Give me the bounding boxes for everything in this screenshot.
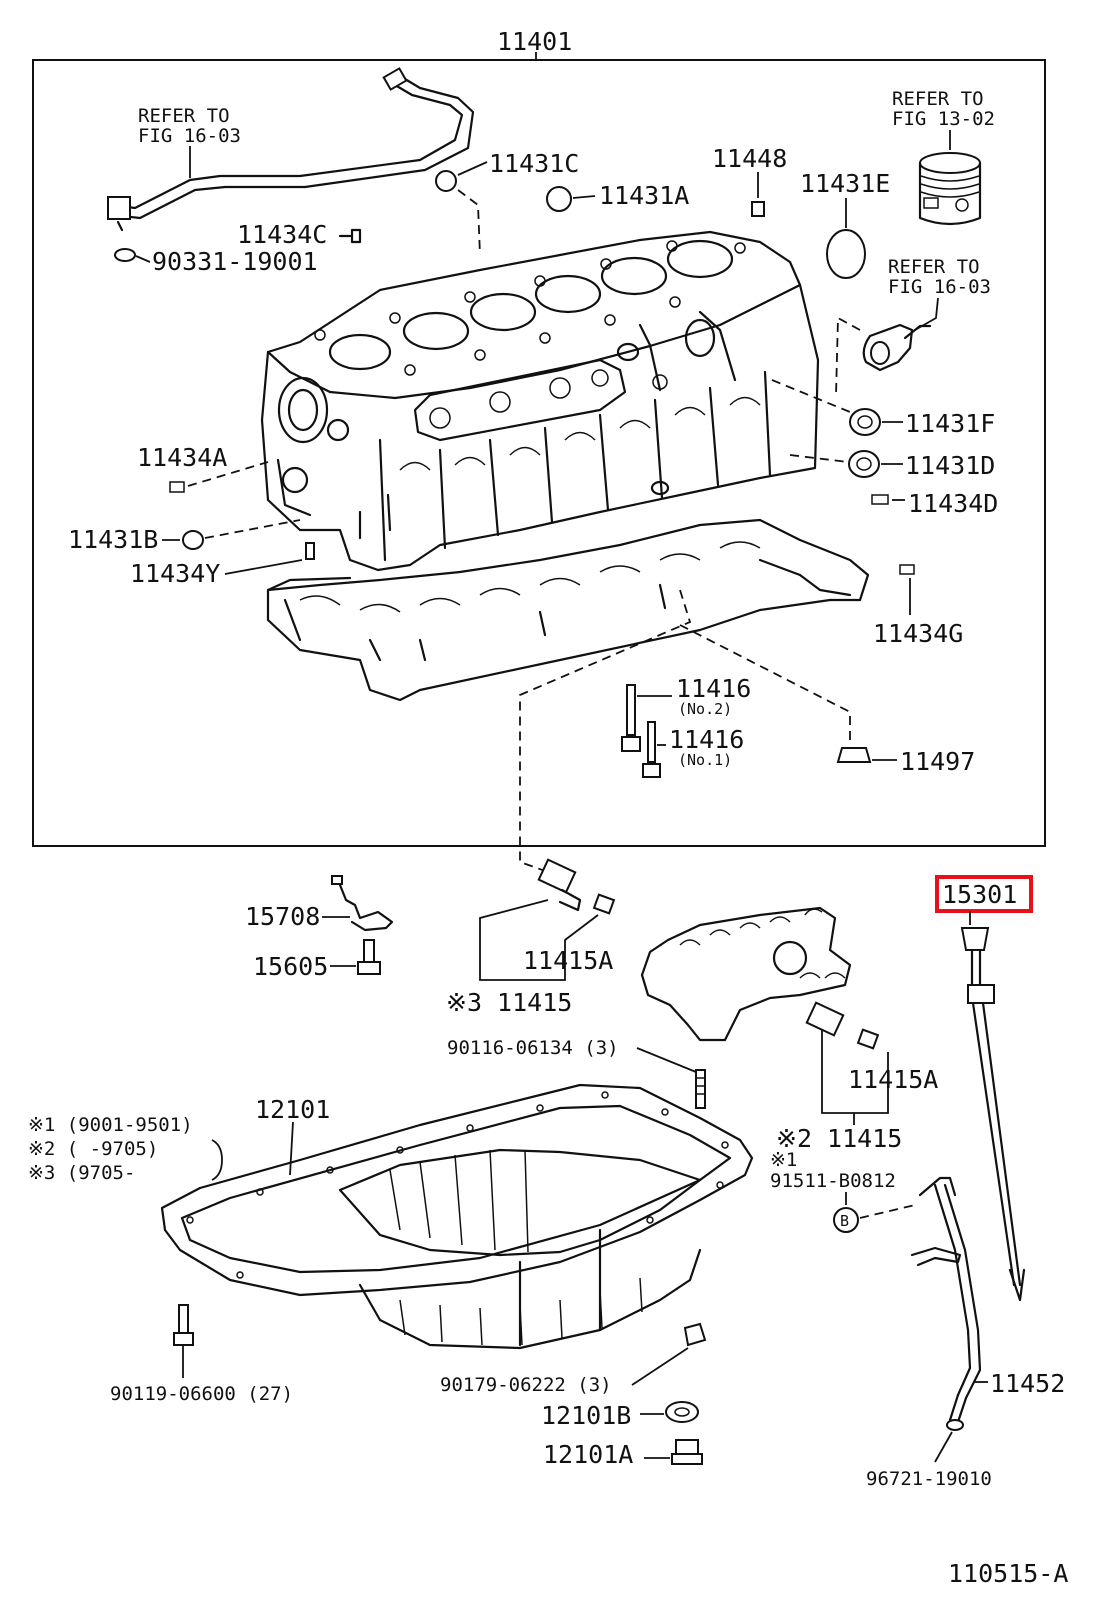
label-11416-no1[interactable]: 11416 (669, 725, 744, 754)
label-96721-19010[interactable]: 96721-19010 (866, 1468, 992, 1490)
refer-to-label: REFER TO (888, 256, 980, 278)
label-11416-no2[interactable]: 11416 (676, 674, 751, 703)
oil-pan-illustration (160, 1083, 754, 1350)
label-11434A[interactable]: 11434A (137, 443, 227, 472)
bolt-11416-no2 (621, 684, 641, 752)
engine-block-assembly-frame (32, 59, 1046, 847)
note-2: ※2 ( -9705) (28, 1138, 158, 1160)
label-11434D[interactable]: 11434D (908, 489, 998, 518)
refer-to-label: REFER TO (138, 105, 230, 127)
label-11416-no2-sub: (No.2) (678, 700, 732, 718)
stud-90116-illustration (695, 1069, 706, 1109)
highlight-box-15301 (935, 875, 1033, 913)
note-1: ※1 (9001-9501) (28, 1114, 193, 1136)
refer-to-label: REFER TO (892, 88, 984, 110)
label-11415-lower[interactable]: ※2 11415 (776, 1124, 902, 1153)
refer-to-figure-link[interactable]: FIG 16-03 (138, 125, 241, 147)
label-11434G[interactable]: 11434G (873, 619, 963, 648)
label-15708[interactable]: 15708 (245, 902, 320, 931)
cylinder-block-illustration (260, 230, 820, 572)
drain-plug-12101A-illustration (671, 1439, 703, 1465)
bolt-90119-illustration (173, 1304, 194, 1346)
label-11431B[interactable]: 11431B (68, 525, 158, 554)
circle-b-marker[interactable] (833, 1207, 859, 1233)
label-12101B[interactable]: 12101B (541, 1401, 631, 1430)
label-90116-06134[interactable]: 90116-06134 (3) (447, 1037, 619, 1059)
oil-pipe-15708-illustration (331, 875, 394, 932)
figure-code: 110515-A (948, 1559, 1068, 1588)
crankcase-cover-illustration (640, 906, 852, 1042)
dipstick-illustration (960, 927, 1026, 1302)
label-91511-B0812[interactable]: 91511-B0812 (770, 1170, 896, 1192)
circle-b-label: B (840, 1212, 849, 1230)
note-3: ※3 (9705- (28, 1162, 135, 1184)
label-11415-upper[interactable]: ※3 11415 (446, 988, 572, 1017)
crankcase-illustration (266, 518, 870, 702)
oil-nozzle-11415-illustration (537, 858, 616, 915)
label-90179-06222[interactable]: 90179-06222 (3) (440, 1374, 612, 1396)
label-15605[interactable]: 15605 (253, 952, 328, 981)
label-12101A[interactable]: 12101A (543, 1440, 633, 1469)
label-11401[interactable]: 11401 (497, 27, 572, 56)
label-12101[interactable]: 12101 (255, 1095, 330, 1124)
label-11434C[interactable]: 11434C (237, 220, 327, 249)
label-11431A[interactable]: 11431A (599, 181, 689, 210)
oil-nozzle-11415-right-illustration (805, 1001, 880, 1050)
label-11434Y[interactable]: 11434Y (130, 559, 220, 588)
bolt-15605-illustration (357, 939, 381, 975)
label-11415A-upper[interactable]: 11415A (523, 946, 613, 975)
dipstick-guide-11452-illustration (910, 1176, 982, 1424)
label-11431C[interactable]: 11431C (489, 149, 579, 178)
label-11452[interactable]: 11452 (990, 1369, 1065, 1398)
piston-illustration (918, 152, 982, 226)
refer-to-figure-link[interactable]: FIG 13-02 (892, 108, 995, 130)
label-11431E[interactable]: 11431E (800, 169, 890, 198)
bolt-11416-no1 (642, 721, 661, 778)
union-fitting-illustration (862, 323, 932, 372)
label-11448[interactable]: 11448 (712, 144, 787, 173)
label-90331-19001[interactable]: 90331-19001 (152, 247, 318, 276)
refer-to-figure-link[interactable]: FIG 16-03 (888, 276, 991, 298)
label-15301[interactable]: 15301 (942, 880, 1017, 909)
label-11415A-lower[interactable]: 11415A (848, 1065, 938, 1094)
label-11416-no1-sub: (No.1) (678, 751, 732, 769)
label-11431F[interactable]: 11431F (905, 409, 995, 438)
label-90119-06600[interactable]: 90119-06600 (27) (110, 1383, 293, 1405)
label-11431D[interactable]: 11431D (905, 451, 995, 480)
label-91511-mark: ※1 (770, 1149, 797, 1171)
label-11497[interactable]: 11497 (900, 747, 975, 776)
